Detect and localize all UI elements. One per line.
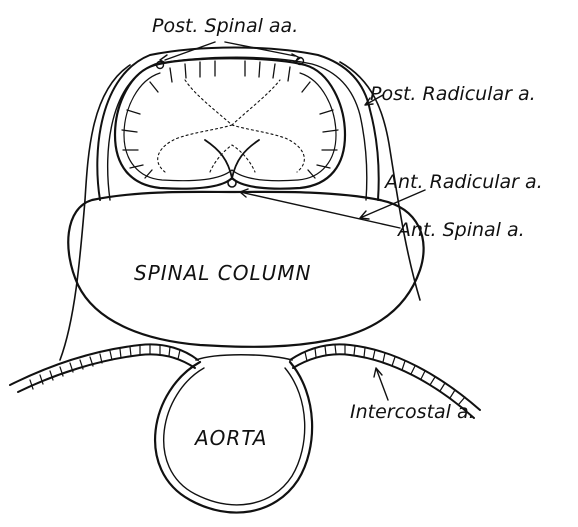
label-ant-spinal: Ant. Spinal a.: [396, 219, 525, 241]
anterior-spinal-artery: [228, 179, 236, 187]
dural-sac: [97, 48, 378, 201]
label-aorta: AORTA: [193, 426, 267, 450]
label-spinal-column: SPINAL COLUMN: [134, 261, 312, 285]
spinal-cord: [115, 58, 345, 188]
label-post-spinal: Post. Spinal aa.: [152, 15, 298, 37]
label-intercostal: Intercostal a.: [350, 401, 475, 423]
intercostal-artery-left: [10, 344, 198, 392]
label-post-radicular: Post. Radicular a.: [370, 83, 536, 105]
label-ant-radicular: Ant. Radicular a.: [383, 171, 543, 193]
